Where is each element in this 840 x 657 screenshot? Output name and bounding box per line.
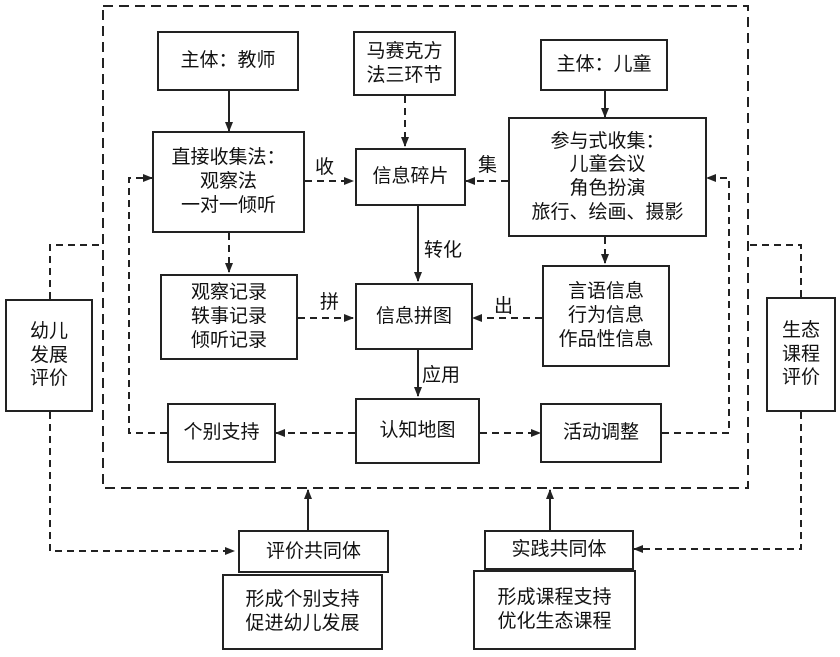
direct-collection-line-1: 直接收集法： xyxy=(171,146,286,169)
outer-dashed-frame xyxy=(102,5,749,489)
eco-eval-line-3: 评价 xyxy=(781,366,820,389)
direct-collection-line-3: 一对一倾听 xyxy=(180,193,276,216)
individual-outcome-box: 形成个别支持 促进幼儿发展 xyxy=(222,574,383,650)
child-subject-text: 主体：儿童 xyxy=(556,53,652,76)
info-types-line-1: 言语信息 xyxy=(567,280,644,303)
activity-adjustment-text: 活动调整 xyxy=(562,421,639,444)
info-puzzle-box: 信息拼图 xyxy=(355,283,473,350)
direct-collection-box: 直接收集法： 观察法 一对一倾听 xyxy=(152,131,305,233)
evaluation-community-box: 评价共同体 xyxy=(238,530,389,573)
curriculum-outcome-line-1: 形成课程支持 xyxy=(497,586,612,609)
records-line-3: 倾听记录 xyxy=(190,328,267,351)
label-collect-left: 收 xyxy=(315,156,335,178)
participatory-collection-box: 参与式收集： 儿童会议 角色扮演 旅行、绘画、摄影 xyxy=(508,117,707,237)
mosaic-steps-line-2: 法三环节 xyxy=(366,63,443,86)
individual-support-text: 个别支持 xyxy=(183,421,260,444)
info-puzzle-text: 信息拼图 xyxy=(375,304,452,327)
child-development-eval-box: 幼儿 发展 评价 xyxy=(5,299,93,412)
mosaic-steps-line-1: 马赛克方 xyxy=(366,39,443,62)
participatory-line-1: 参与式收集： xyxy=(550,129,665,152)
info-types-line-3: 作品性信息 xyxy=(558,327,654,350)
label-transform: 转化 xyxy=(424,239,463,261)
arrow-right-eval-to-practicecomm xyxy=(633,412,802,553)
info-types-box: 言语信息 行为信息 作品性信息 xyxy=(542,265,670,367)
eco-eval-line-1: 生态 xyxy=(781,318,820,341)
teacher-subject-text: 主体：教师 xyxy=(180,49,276,72)
participatory-line-3: 角色扮演 xyxy=(569,177,646,199)
cognitive-map-box: 认知地图 xyxy=(355,398,480,464)
records-box: 观察记录 轶事记录 倾听记录 xyxy=(160,274,298,360)
label-apply: 应用 xyxy=(422,364,461,386)
curriculum-outcome-line-2: 优化生态课程 xyxy=(497,610,612,632)
info-fragments-box: 信息碎片 xyxy=(355,148,466,206)
info-fragments-text: 信息碎片 xyxy=(372,165,449,188)
loop-support-to-direct xyxy=(128,174,167,434)
activity-adjustment-box: 活动调整 xyxy=(540,403,662,463)
info-types-line-2: 行为信息 xyxy=(567,304,644,327)
child-subject-box: 主体：儿童 xyxy=(540,39,668,91)
loop-adjustment-to-participatory xyxy=(662,174,730,434)
teacher-subject-box: 主体：教师 xyxy=(157,31,299,91)
practice-community-text: 实践共同体 xyxy=(511,538,607,561)
records-line-2: 轶事记录 xyxy=(190,305,267,328)
link-right-eval-to-frame xyxy=(748,244,802,297)
participatory-line-4: 旅行、绘画、摄影 xyxy=(531,200,684,223)
evaluation-community-text: 评价共同体 xyxy=(265,539,361,562)
arrow-left-eval-to-evalcomm xyxy=(49,412,235,555)
label-assemble-left: 拼 xyxy=(320,291,340,313)
curriculum-outcome-box: 形成课程支持 优化生态课程 xyxy=(473,570,636,650)
eco-eval-line-2: 课程 xyxy=(781,342,820,365)
child-eval-line-1: 幼儿 xyxy=(29,319,68,342)
cognitive-map-text: 认知地图 xyxy=(379,419,456,442)
records-line-1: 观察记录 xyxy=(190,281,267,304)
individual-outcome-line-1: 形成个别支持 xyxy=(245,588,360,611)
participatory-line-2: 儿童会议 xyxy=(569,153,646,176)
child-eval-line-2: 发展 xyxy=(29,343,68,366)
eco-curriculum-eval-box: 生态 课程 评价 xyxy=(766,297,836,412)
child-eval-line-3: 评价 xyxy=(29,367,68,390)
mosaic-steps-box: 马赛克方 法三环节 xyxy=(353,31,456,96)
label-collect-right: 集 xyxy=(478,154,498,176)
link-left-eval-to-frame xyxy=(49,244,103,299)
direct-collection-line-2: 观察法 xyxy=(199,170,257,193)
individual-outcome-line-2: 促进幼儿发展 xyxy=(245,612,360,634)
label-assemble-right: 出 xyxy=(494,295,514,317)
individual-support-box: 个别支持 xyxy=(167,403,276,463)
practice-community-box: 实践共同体 xyxy=(484,530,634,570)
